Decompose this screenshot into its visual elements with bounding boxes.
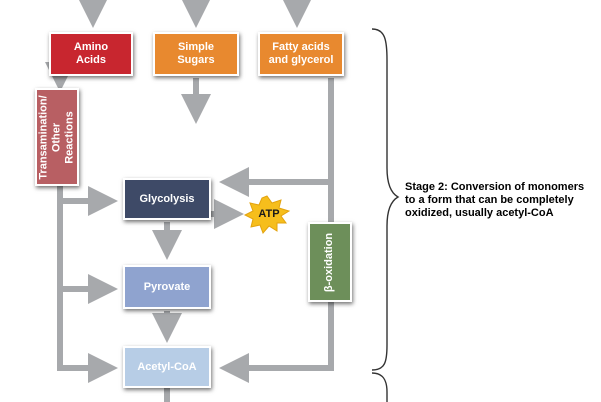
- atp-starburst: [243, 195, 291, 234]
- fatty-acids-box: Fatty acids and glycerol: [258, 32, 344, 76]
- pyruvate-box: Pyrovate: [123, 265, 211, 309]
- right-trunk: [219, 78, 334, 383]
- beta-oxidation-box: β-oxidation: [308, 222, 352, 302]
- stage-2-label: Stage 2: Conversion of monomers to a for…: [405, 181, 585, 219]
- glycolysis-box: Glycolysis: [123, 178, 211, 220]
- transamination-label: Transamination/ Other Reactions: [37, 94, 76, 180]
- next-stage-brace: [371, 372, 388, 402]
- acetyl-coa-box: Acetyl-CoA: [123, 346, 211, 388]
- stage-2-brace: [371, 28, 400, 371]
- atp-label: ATP: [258, 208, 280, 220]
- simple-sugars-box: Simple Sugars: [153, 32, 239, 76]
- transamination-box: Transamination/ Other Reactions: [35, 88, 79, 186]
- beta-oxidation-label: β-oxidation: [323, 232, 336, 292]
- amino-acids-box: Amino Acids: [49, 32, 133, 76]
